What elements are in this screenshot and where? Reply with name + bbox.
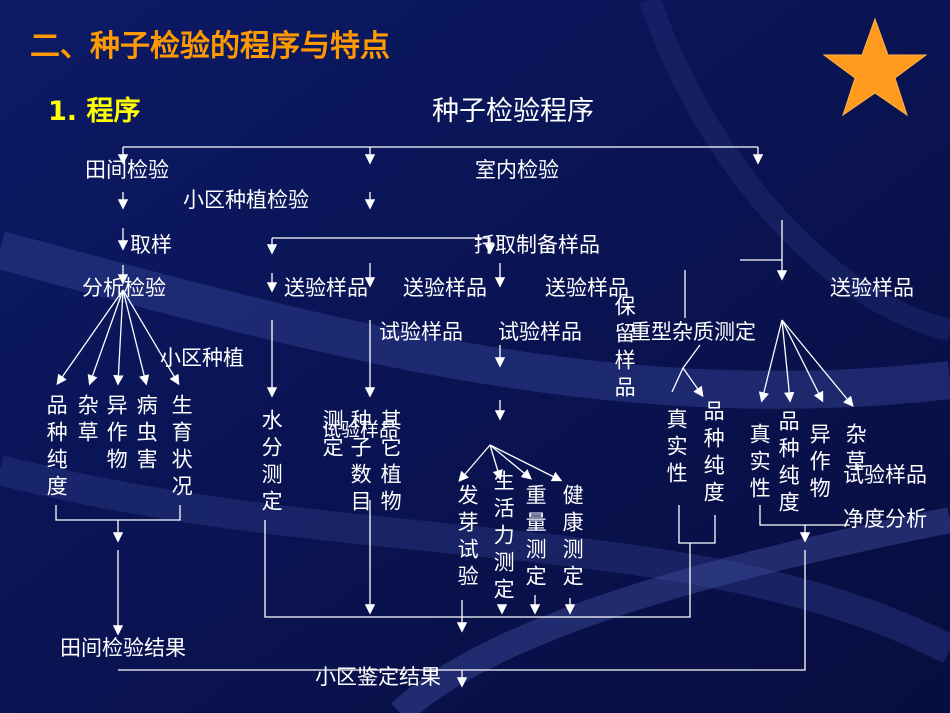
node-test-sample-3: 试验样品 [843,463,927,487]
node-test-sample-1: 试验样品 [379,320,463,344]
star-icon [822,17,928,117]
node-seed-count: 种子数目 [348,409,373,517]
node-subsample-prep: 扦取制备样品 [474,233,600,257]
node-retained-sample: 保留样品 [612,295,637,403]
node-variety-purity-2: 品种纯度 [701,400,726,508]
node-plot-plant-inspection: 小区种植检验 [183,188,309,212]
node-weight: 重量测定 [523,484,548,592]
node-indoor-inspection: 室内检验 [475,158,559,182]
node-variety-purity: 品种纯度 [44,394,69,502]
node-other-crops-2: 异作物 [807,423,832,504]
node-moisture-test: 水分测定 [259,409,284,517]
section-label: 1. 程序 [48,96,141,127]
node-sent-sample-4: 送验样品 [830,276,914,300]
node-sampling: 取样 [130,233,172,257]
node-overlap-test-sample: 试验样品 [322,419,399,441]
node-plot-result: 小区鉴定结果 [315,665,441,689]
node-pests: 病虫害 [134,394,159,475]
node-germination: 发芽试验 [455,484,480,592]
node-purity-analysis: 净度分析 [843,507,927,531]
node-other-plants: 其它植物 [378,409,403,517]
slide-title: 二、种子检验的程序与特点 [30,29,390,64]
node-heavy-weed-test: 重型杂质测定 [630,320,756,344]
node-sent-sample-2: 送验样品 [403,276,487,300]
node-authenticity-1: 真实性 [664,408,689,489]
node-count-test: 测定 [320,409,345,463]
node-plot-planting: 小区种植 [160,346,244,370]
node-authenticity-2: 真实性 [747,423,772,504]
node-test-sample-2: 试验样品 [498,320,582,344]
node-health: 健康测定 [560,484,585,592]
node-field-result: 田间检验结果 [60,636,186,660]
node-analysis-inspection: 分析检验 [82,276,166,300]
node-other-crops: 异作物 [104,394,129,475]
diagram-title: 种子检验程序 [432,96,594,127]
node-weeds: 杂草 [75,394,100,448]
node-viability: 生活力测定 [491,470,516,605]
node-sent-sample-1: 送验样品 [284,276,368,300]
node-growth-status: 生育状况 [169,394,194,502]
node-sent-sample-3: 送验样品 [545,276,629,300]
node-variety-purity-3: 品种纯度 [776,410,801,518]
node-weed-2: 杂草 [843,423,868,477]
node-field-inspection: 田间检验 [85,158,169,182]
